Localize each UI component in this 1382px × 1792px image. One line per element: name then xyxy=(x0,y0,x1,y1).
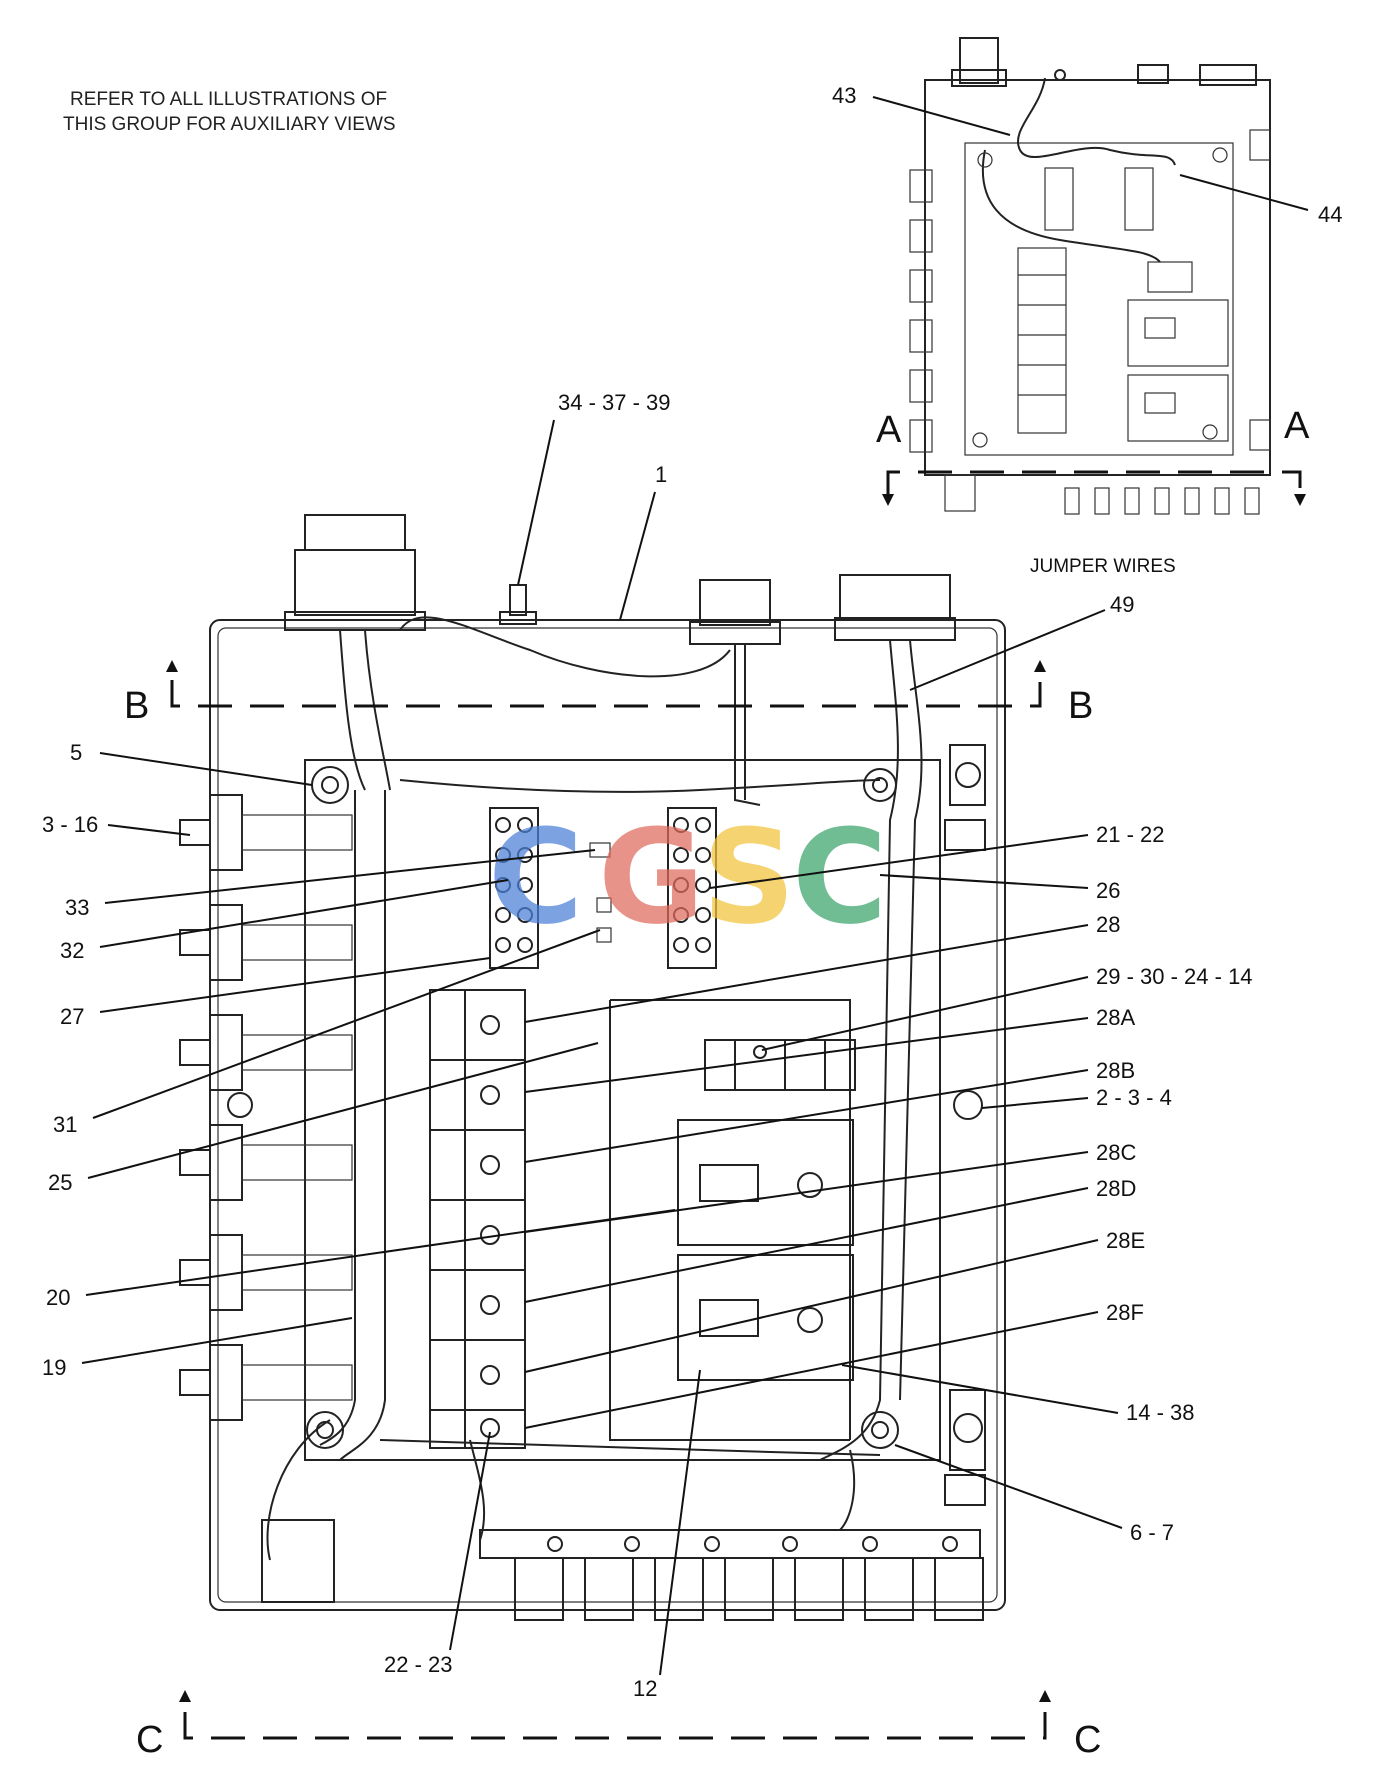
watermark-letter-4: C xyxy=(792,801,887,953)
callout-49: 49 xyxy=(1110,592,1134,617)
callout-28D: 28D xyxy=(1096,1176,1136,1201)
callout-25: 25 xyxy=(48,1170,72,1195)
watermark: C G S C xyxy=(488,801,887,953)
watermark-letter-2: G xyxy=(598,801,705,953)
callout-5: 5 xyxy=(70,740,82,765)
section-a-right: A xyxy=(1284,405,1310,447)
section-b-left: B xyxy=(124,685,149,727)
callout-19: 19 xyxy=(42,1355,66,1380)
callout-28: 28 xyxy=(1096,912,1120,937)
callout-28A: 28A xyxy=(1096,1005,1135,1030)
section-b-right: B xyxy=(1068,685,1093,727)
callout-28C: 28C xyxy=(1096,1140,1136,1165)
callout-43: 43 xyxy=(832,83,856,108)
callout-28E: 28E xyxy=(1106,1228,1145,1253)
callout-12: 12 xyxy=(633,1676,657,1701)
callout-1: 1 xyxy=(655,462,667,487)
callout-28B: 28B xyxy=(1096,1058,1135,1083)
callout-27: 27 xyxy=(60,1004,84,1029)
callout-6-7: 6 - 7 xyxy=(1130,1520,1174,1545)
callouts: 43 44 49 34 - 37 - 39 1 5 3 - 16 33 32 2… xyxy=(42,83,1342,1701)
callout-31: 31 xyxy=(53,1112,77,1137)
callout-44: 44 xyxy=(1318,202,1342,227)
callout-2-3-4: 2 - 3 - 4 xyxy=(1096,1085,1172,1110)
callout-32: 32 xyxy=(60,938,84,963)
callout-3-16: 3 - 16 xyxy=(42,812,98,837)
section-c-left: C xyxy=(136,1719,163,1761)
callout-28F: 28F xyxy=(1106,1300,1144,1325)
section-c-right: C xyxy=(1074,1719,1101,1761)
inset-view: A A JUMPER WIRES xyxy=(876,37,1310,577)
watermark-letter-3: S xyxy=(702,801,796,953)
callout-22-23: 22 - 23 xyxy=(384,1652,453,1677)
callout-34-37-39: 34 - 37 - 39 xyxy=(558,390,671,415)
section-lines: B B C C xyxy=(124,660,1101,1761)
callout-21-22: 21 - 22 xyxy=(1096,822,1165,847)
callout-33: 33 xyxy=(65,895,89,920)
main-enclosure xyxy=(179,514,1006,1621)
note-line-2: THIS GROUP FOR AUXILIARY VIEWS xyxy=(63,114,396,135)
note-line-1: REFER TO ALL ILLUSTRATIONS OF xyxy=(70,89,387,110)
section-a-left: A xyxy=(876,409,902,451)
callout-26: 26 xyxy=(1096,878,1120,903)
callout-20: 20 xyxy=(46,1285,70,1310)
jumper-wires-caption: JUMPER WIRES xyxy=(1030,556,1176,577)
watermark-letter-1: C xyxy=(488,801,583,953)
callout-14-38: 14 - 38 xyxy=(1126,1400,1195,1425)
callout-29-30-24-14: 29 - 30 - 24 - 14 xyxy=(1096,964,1253,989)
